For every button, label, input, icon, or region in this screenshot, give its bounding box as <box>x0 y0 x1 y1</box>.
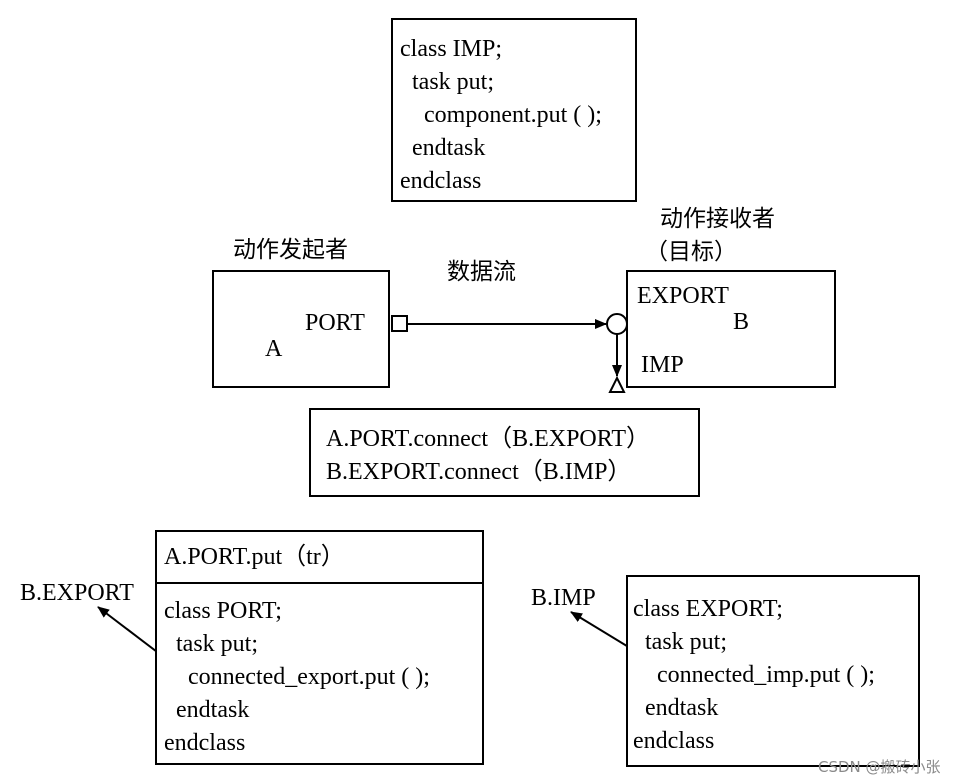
port-class-divider <box>157 582 482 584</box>
target-name: B <box>733 309 750 335</box>
code-line: component.put ( ); <box>400 102 602 128</box>
imp-label: IMP <box>641 352 684 378</box>
code-line: endtask <box>400 135 486 161</box>
export-circle <box>606 313 628 335</box>
code-line: class PORT; <box>164 598 282 624</box>
code-line: class IMP; <box>400 36 502 62</box>
data-flow-label: 数据流 <box>447 259 516 285</box>
b-export-pointer-label: B.EXPORT <box>20 580 134 606</box>
watermark: CSDN @搬砖小张 <box>818 758 941 776</box>
initiator-name: A <box>265 336 283 362</box>
initiator-heading: 动作发起者 <box>233 237 348 263</box>
code-line: endclass <box>164 730 246 756</box>
port-square <box>391 315 408 332</box>
imp-class-box: class IMP; task put; component.put ( ); … <box>391 18 637 202</box>
target-box <box>626 270 836 388</box>
target-heading: 动作接收者 <box>660 206 775 232</box>
code-line: endclass <box>633 728 715 754</box>
port-class-box: A.PORT.put（tr） class PORT; task put; con… <box>155 530 484 765</box>
code-line: connected_imp.put ( ); <box>633 662 875 688</box>
code-line: endtask <box>633 695 719 721</box>
target-heading-sub: （目标） <box>645 239 737 265</box>
connect-line: B.EXPORT.connect（B.IMP） <box>326 459 632 485</box>
port-class-header: A.PORT.put（tr） <box>164 544 345 570</box>
export-label: EXPORT <box>637 283 729 309</box>
code-line: task put; <box>400 69 494 95</box>
connect-line: A.PORT.connect（B.EXPORT） <box>326 426 650 452</box>
connect-box: A.PORT.connect（B.EXPORT） B.EXPORT.connec… <box>309 408 700 497</box>
code-line: task put; <box>164 631 258 657</box>
code-line: endclass <box>400 168 482 194</box>
export-class-box: class EXPORT; task put; connected_imp.pu… <box>626 575 920 767</box>
initiator-box <box>212 270 390 388</box>
code-line: class EXPORT; <box>633 596 783 622</box>
port-label: PORT <box>305 310 365 336</box>
code-line: task put; <box>633 629 727 655</box>
imp-triangle <box>608 375 626 393</box>
code-line: endtask <box>164 697 250 723</box>
b-imp-pointer-label: B.IMP <box>531 585 596 611</box>
code-line: connected_export.put ( ); <box>164 664 430 690</box>
